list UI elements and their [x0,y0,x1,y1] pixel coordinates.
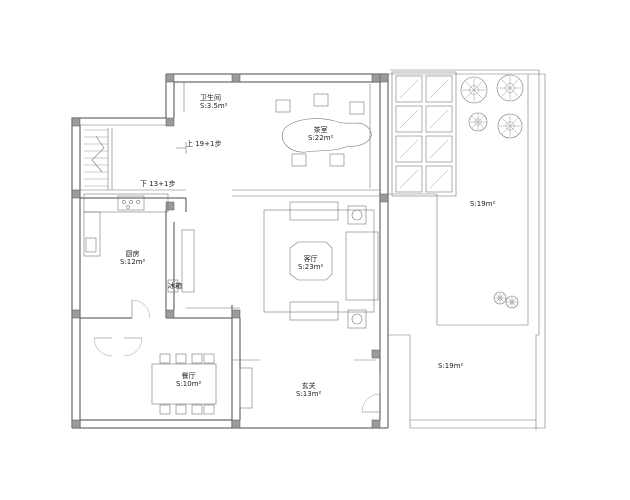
terrace-upper-area: S:19m² [470,200,496,208]
dining-area: S:10m² [176,380,202,388]
dining-chair [203,353,215,364]
entry-area: S:13m² [296,390,322,398]
column [165,201,175,211]
skylight-panel [425,135,453,163]
stair-up-label: 上 19+1步 [186,140,222,148]
exterior-walls [71,73,389,429]
column [371,349,381,359]
column [165,73,175,83]
bathroom-area: S:3.5m² [200,102,228,110]
living-room-furniture [263,201,379,329]
plant [493,291,507,305]
living-room-label: 客厅 S:23m² [298,255,323,271]
kitchen-name: 厨房 [125,250,140,258]
dining-label: 餐厅 S:10m² [176,372,201,388]
skylight-panel [395,135,423,163]
entry-fixtures [232,359,376,409]
skylight-panel [425,165,453,193]
stair-down-label: 下 13+1步 [140,180,176,188]
skylight-panel [395,165,423,193]
column [165,117,175,127]
plant [505,295,519,309]
terrace-plants [460,74,524,309]
bathroom-label: 卫生间 S:3.5m² [200,94,228,110]
skylight-grid [391,71,457,197]
dining-chair [191,404,203,415]
living-room-name: 客厅 [303,255,318,263]
column [371,419,381,429]
dining-chair [159,404,171,415]
structural-columns [71,73,389,429]
kitchen-fixtures [83,193,195,293]
living-room-area: S:23m² [298,263,324,271]
skylight-panel [395,75,423,103]
plant [496,74,524,102]
entry-label: 玄关 S:13m² [296,382,321,398]
column [231,419,241,429]
plant [497,113,523,139]
plant [460,76,488,104]
kitchen-label: 厨房 S:12m² [120,250,145,266]
terrace-outline [388,69,546,430]
kitchen-area: S:12m² [120,258,146,266]
column [371,73,381,83]
column [379,73,389,83]
dining-table [151,353,217,415]
skylight-panel [395,105,423,133]
entry-name: 玄关 [301,382,316,390]
skylight-panel [425,105,453,133]
tea-room-name: 茶室 [313,126,328,134]
tea-room-furniture [275,84,372,188]
dining-chair [175,353,187,364]
dining-chair [175,404,187,415]
dining-chair [203,404,215,415]
column [231,73,241,83]
column [165,309,175,319]
column [379,193,389,203]
skylight-panel [425,75,453,103]
tea-room-label: 茶室 S:22m² [308,126,333,142]
column [71,309,81,319]
dining-chair [191,353,203,364]
staircase [84,128,187,190]
column [71,117,81,127]
tea-room-area: S:22m² [308,134,334,142]
column [231,309,241,319]
bathroom-name: 卫生间 [200,94,221,102]
column [71,419,81,429]
dining-chair [159,353,171,364]
dining-name: 餐厅 [181,372,196,380]
terrace-lower-area: S:19m² [438,362,464,370]
doors [93,299,381,413]
fridge-label: 冰箱 [168,282,182,290]
column [71,189,81,199]
plant [468,112,488,132]
interior-walls [80,82,380,428]
